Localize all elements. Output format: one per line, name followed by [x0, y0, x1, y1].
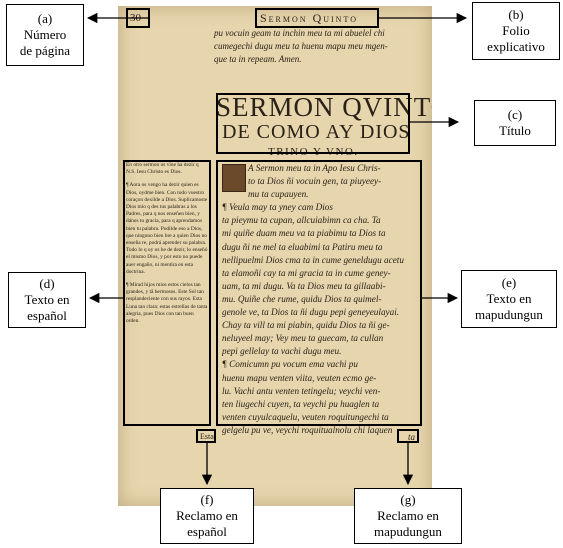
top-line-1: pu vocuin geam ta inchin meu ta mi abuel… [214, 28, 385, 38]
mapudungun-line: mu. Quiñe che rume, quidu Dios ta quimel… [222, 293, 382, 304]
callout-label-line: Reclamo en [176, 508, 238, 523]
callout-label-line: Texto en [24, 292, 70, 307]
sermon-title-line-1: SERMON QVINTO [216, 92, 432, 122]
scanned-page: 30 Sermon Quinto pu vocuin geam ta inchi… [118, 6, 432, 506]
mapudungun-line: pepi gellelay ta vachi dugu meu. [222, 346, 342, 357]
mapudungun-line: mi quiñe duam meu va ta piabimu ta Dios … [222, 228, 386, 239]
callout-label-line: español [187, 524, 227, 539]
callout-label-line: Reclamo en [377, 508, 439, 523]
highlight-mapudungun-text [216, 160, 422, 426]
mapudungun-text-column: A Sermon meu ta in Apo Iesu Chris- to ta… [222, 162, 418, 437]
callout-mapudungun-text: (e) Texto en mapudungun [461, 270, 557, 328]
callout-letter: (e) [501, 275, 517, 290]
top-line-3: que ta in repeam. Amen. [214, 54, 302, 64]
mapudungun-line: ¶ Veula may ta yney cam Dios [222, 202, 333, 213]
mapudungun-line: uam, ta mi dugu. Va ta Dios meu ta gilla… [222, 280, 386, 291]
mapudungun-line: ¶ Comicumn pu vocum ema vachi pu [222, 359, 358, 370]
mapudungun-line: nellipuelmi Dios cma ta in cume geneldug… [222, 254, 404, 265]
highlight-catchword-spanish [196, 429, 216, 443]
callout-label-line: de página [19, 43, 71, 58]
callout-letter: (a) [37, 11, 53, 26]
catchword-mapudungun: ta [408, 432, 416, 442]
mapudungun-line: lu. Vachi antu venten tetingelu; veychi … [222, 385, 381, 396]
callout-letter: (c) [507, 107, 523, 122]
catchword-spanish: Esta [200, 432, 214, 441]
top-line-2: cumegechi dugu meu ta huenu mapu meu mge… [214, 41, 388, 51]
callout-label-line: mapudungun [475, 307, 543, 322]
mapudungun-line: gelgelu pu ve, veychi roquitualnolu chi … [222, 424, 393, 435]
callout-letter: (g) [400, 492, 416, 507]
mapudungun-line: venten cuyulcaquelu, veuten roquitungech… [222, 411, 389, 422]
callout-label-line: español [27, 308, 67, 323]
callout-label-line: Título [499, 123, 531, 138]
mapudungun-line: neluyeel may; Vey meu ta guecam, ta cull… [222, 333, 384, 344]
spanish-paragraph: En otro sermon os vine ha dezir q N.S. I… [126, 162, 199, 176]
callout-catchword-mapudungun: (g) Reclamo en mapudungun [354, 488, 462, 544]
callout-folio: (b) Folio explicativo [472, 2, 560, 60]
callout-label-line: Número [23, 27, 67, 42]
highlight-catchword-mapudungun [397, 429, 419, 443]
mapudungun-line: to ta Dios ñi vocuin gen, ta piuyeey- [248, 176, 382, 187]
mapudungun-line: Chay ta vill ta mi piabin, quidu Dios ta… [222, 320, 390, 331]
callout-letter: (d) [39, 276, 55, 291]
mapudungun-line: genole ve, ta Dios ta ñi dugu pepi geney… [222, 307, 400, 318]
folio-header: Sermon Quinto [260, 11, 358, 25]
sermon-title-line-2: DE COMO AY DIOS [222, 121, 411, 143]
mapudungun-line: mu ta cupauyen. [248, 189, 309, 200]
callout-title: (c) Título [474, 100, 556, 146]
callout-spanish-text: (d) Texto en español [8, 272, 86, 328]
callout-letter: (f) [200, 492, 214, 507]
mapudungun-line: huenu mapu venten viita, veuten ecmo ge- [222, 372, 377, 383]
mapudungun-line: ten liugechi cuyen, ta veychi pu huaglen… [222, 398, 380, 409]
highlight-folio [255, 8, 379, 28]
spanish-paragraph: ¶ Mirad hijos mios estos cielos tan gran… [126, 282, 208, 325]
callout-page-number: (a) Número de página [6, 4, 84, 66]
spanish-paragraph: ¶ Aora os vengo ha dezir quien es Dios, … [126, 182, 208, 275]
callout-letter: (b) [508, 7, 524, 22]
mapudungun-line: dugu ñi ne mel ta eluabimi ta Patiru meu… [222, 241, 383, 252]
mapudungun-line: ta elamoñi cay ta mi gracia ta in cume g… [222, 267, 391, 278]
spanish-text-column: En otro sermon os vine ha dezir q N.S. I… [126, 162, 208, 331]
mapudungun-line: ta pieymu ta cupan, allcuiabimn ca cha. … [222, 215, 381, 226]
callout-label-line: Texto en [486, 291, 532, 306]
highlight-title [216, 93, 410, 154]
callout-catchword-spanish: (f) Reclamo en español [160, 488, 254, 544]
callout-label-line: explicativo [487, 39, 545, 54]
highlight-spanish-text [123, 160, 211, 426]
callout-label-line: mapudungun [374, 524, 442, 539]
mapudungun-line: A Sermon meu ta in Apo Iesu Chris- [248, 163, 381, 173]
drop-cap-ornament [222, 164, 246, 192]
callout-label-line: Folio [502, 23, 530, 38]
